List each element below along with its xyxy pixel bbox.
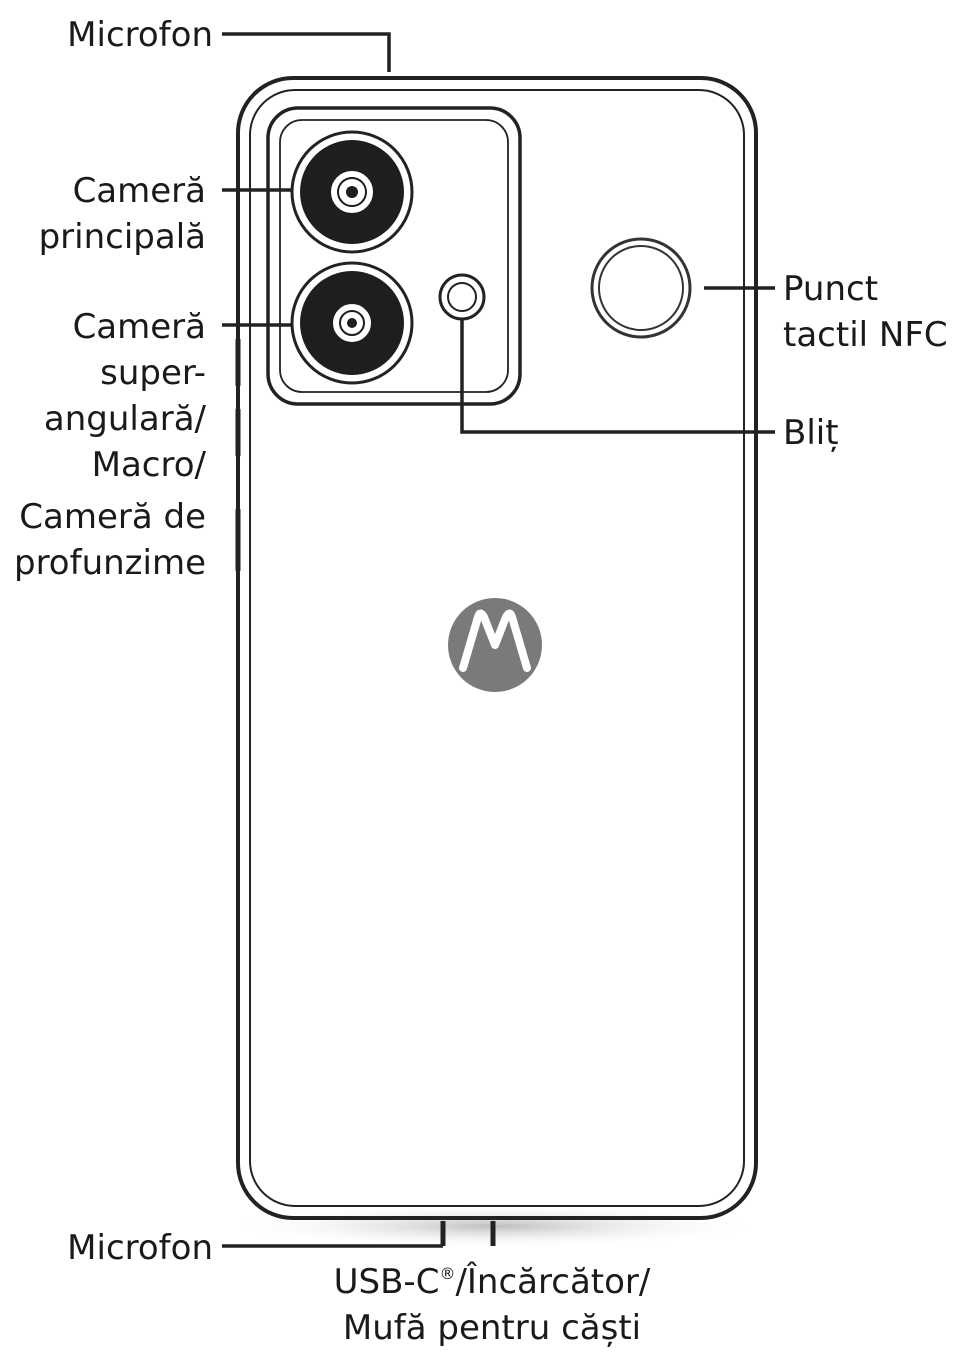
phone-body: [236, 76, 758, 1220]
label-camera-principala-line1: Cameră: [73, 171, 206, 211]
label-camera-ultrawide-line5: Cameră de: [19, 497, 206, 537]
label-usb: USB-C®/Încărcător/ Mufă pentru căști: [334, 1261, 651, 1348]
nfc-ring-icon: [590, 237, 692, 339]
label-camera-ultrawide: Cameră super- angulară/ Macro/ Cameră de…: [14, 307, 207, 583]
label-microfon-top: Microfon: [67, 15, 213, 55]
label-nfc: Punct tactil NFC: [783, 269, 948, 355]
label-camera-ultrawide-line2: super-: [100, 353, 206, 393]
label-camera-ultrawide-line6: profunzime: [14, 543, 206, 583]
label-camera-ultrawide-line3: angulară/: [44, 399, 207, 439]
ultrawide-camera-lens-icon: [290, 261, 414, 385]
flash-icon: [438, 273, 486, 321]
label-microfon-bottom: Microfon: [67, 1228, 213, 1268]
label-blit: Bliț: [783, 413, 839, 453]
label-usb-line2: Mufă pentru căști: [343, 1308, 641, 1348]
bottom-ports: [440, 1221, 496, 1246]
label-camera-principala: Cameră principală: [39, 171, 206, 257]
label-usb-part2: /Încărcător/: [455, 1261, 650, 1302]
label-usb-registered: ®: [439, 1264, 455, 1283]
label-camera-ultrawide-line4: Macro/: [92, 445, 207, 485]
label-nfc-line1: Punct: [783, 269, 878, 309]
label-usb-part1: USB-C: [334, 1262, 440, 1302]
main-camera-lens-icon: [290, 130, 414, 254]
leader-lines: [222, 32, 775, 1248]
leader-microfon-top: [222, 32, 391, 72]
motorola-logo: [448, 598, 542, 692]
label-camera-ultrawide-line1: Cameră: [73, 307, 206, 347]
label-nfc-line2: tactil NFC: [783, 315, 948, 355]
camera-module: [266, 106, 522, 406]
leader-blit: [460, 320, 775, 434]
label-usb-line1: USB-C®/Încărcător/: [334, 1261, 651, 1302]
label-camera-principala-line2: principală: [39, 217, 206, 257]
